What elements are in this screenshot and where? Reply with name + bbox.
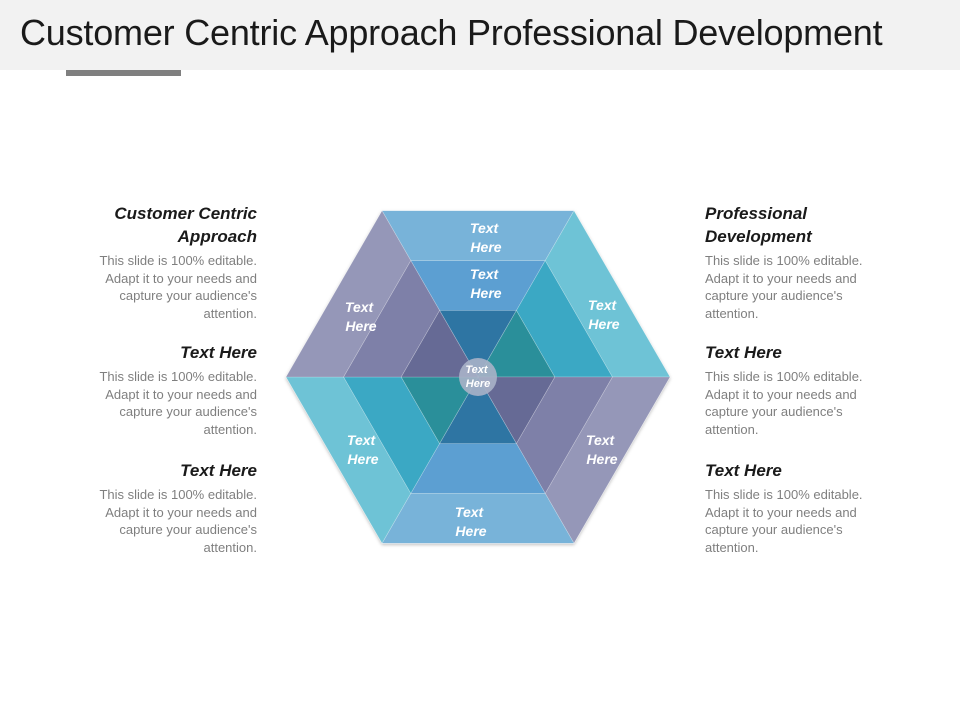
right-block-2: Text Here This slide is 100% editable. A… xyxy=(705,341,895,438)
title-bar: Customer Centric Approach Professional D… xyxy=(0,0,960,70)
left-block-3: Text Here This slide is 100% editable. A… xyxy=(67,459,257,556)
block-body: This slide is 100% editable. Adapt it to… xyxy=(705,487,863,555)
segment-upper-right-label: Text Here xyxy=(588,297,620,332)
center-circle xyxy=(459,358,497,396)
heading-line-2: Development xyxy=(705,227,812,246)
hexagon-segments xyxy=(285,210,671,544)
center-label: Text Here xyxy=(465,364,490,390)
segment-lower-right-label: Text Here xyxy=(586,432,618,467)
hexagon-labels: Text Here Text Here Text Here Text Here … xyxy=(345,220,620,539)
segment-upper-left-inner xyxy=(400,309,479,378)
block-heading: Professional Development xyxy=(705,202,895,248)
block-heading: Text Here xyxy=(705,461,782,480)
block-body: This slide is 100% editable. Adapt it to… xyxy=(99,487,257,555)
block-heading: Text Here xyxy=(705,343,782,362)
segment-top-label: Text Here xyxy=(470,220,502,255)
block-heading: Text Here xyxy=(180,343,257,362)
block-heading: Customer Centric Approach xyxy=(67,202,257,248)
heading-line-1: Customer Centric xyxy=(114,204,257,223)
block-body: This slide is 100% editable. Adapt it to… xyxy=(705,253,863,321)
block-body: This slide is 100% editable. Adapt it to… xyxy=(99,369,257,437)
segment-inner-top-label: Text Here xyxy=(470,266,502,301)
left-block-2: Text Here This slide is 100% editable. A… xyxy=(67,341,257,438)
segment-lower-left-label: Text Here xyxy=(347,432,379,467)
heading-line-1: Professional xyxy=(705,204,808,223)
segment-upper-left-label: Text Here xyxy=(345,299,377,334)
segment-bottom-label: Text Here xyxy=(455,504,487,539)
right-block-1: Professional Development This slide is 1… xyxy=(705,202,895,322)
page-title: Customer Centric Approach Professional D… xyxy=(20,12,883,53)
heading-line-2: Approach xyxy=(177,227,257,246)
left-block-1: Customer Centric Approach This slide is … xyxy=(67,202,257,322)
block-body: This slide is 100% editable. Adapt it to… xyxy=(99,253,257,321)
block-heading: Text Here xyxy=(180,461,257,480)
right-block-3: Text Here This slide is 100% editable. A… xyxy=(705,459,895,556)
title-underline xyxy=(66,70,181,76)
block-body: This slide is 100% editable. Adapt it to… xyxy=(705,369,863,437)
